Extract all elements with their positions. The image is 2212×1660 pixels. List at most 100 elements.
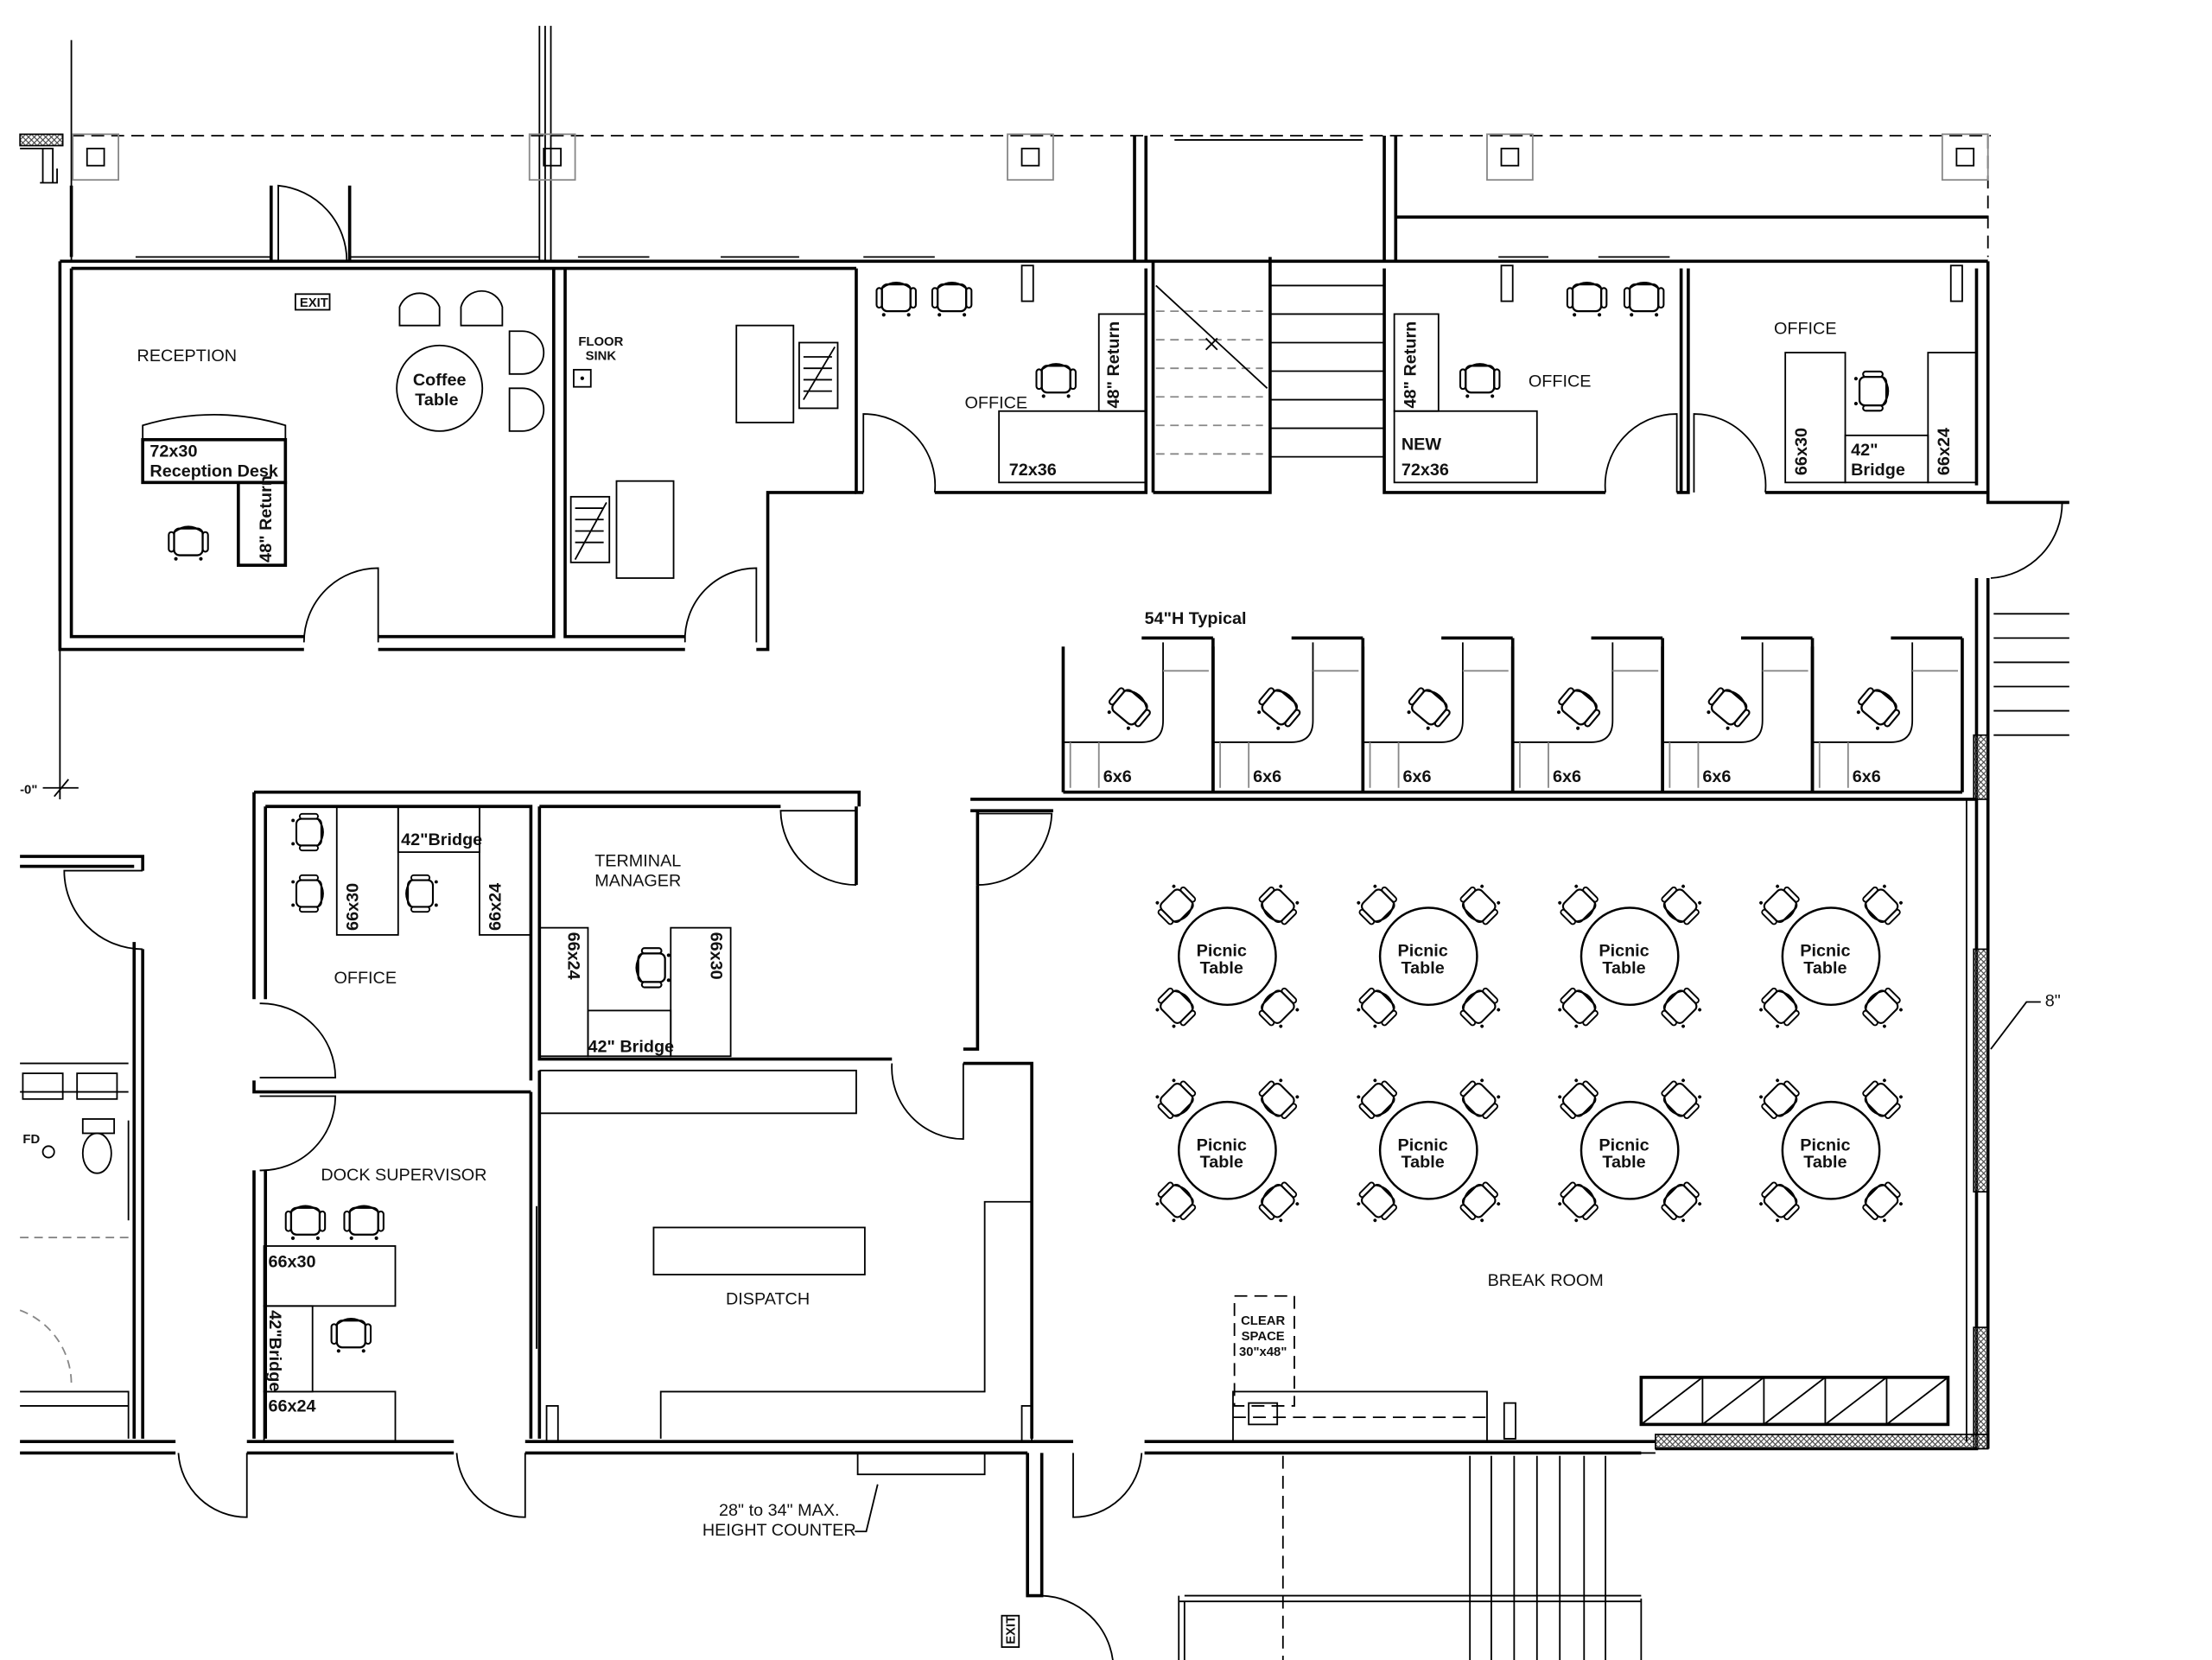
counter-note: HEIGHT COUNTER <box>702 1521 856 1540</box>
table-label: Table <box>1200 1153 1243 1172</box>
exterior-structure: -0" <box>19 25 1991 799</box>
desk-label: 66x24 <box>563 932 582 980</box>
chair-icon <box>1459 363 1501 399</box>
walls: FD <box>19 135 2069 1598</box>
floor-sink-label: SINK <box>586 349 617 363</box>
door-dock-supervisor[interactable] <box>259 1095 337 1172</box>
chair-icon <box>931 281 973 318</box>
bridge-label: 42"Bridge <box>265 1310 284 1391</box>
table-label: Table <box>1803 958 1847 977</box>
door-south-1[interactable] <box>177 1453 248 1518</box>
table-label: Picnic <box>1599 942 1649 961</box>
chair-icon <box>1853 370 1890 412</box>
terminal-manager-office: TERMINAL MANAGER 66x24 66x30 42" Bridge <box>538 852 807 1060</box>
room-label-terminal-manager: TERMINAL <box>594 852 681 871</box>
chair-icon <box>1101 682 1156 735</box>
table-label: Picnic <box>1397 1135 1447 1154</box>
door-reception-north[interactable] <box>277 184 348 262</box>
exterior-steps <box>1178 1452 1656 1660</box>
office-top-mid: OFFICE 48" Return NEW 72x36 <box>1393 264 1665 484</box>
bridge-label: 42" Bridge <box>588 1037 674 1056</box>
table-label: Picnic <box>1800 942 1850 961</box>
cubicle: 6x6 <box>1661 636 1815 792</box>
desk-label: Reception Desk <box>149 462 279 481</box>
table-top <box>1177 1100 1277 1200</box>
table-label: Table <box>1402 958 1445 977</box>
reception-room: RECEPTION EXIT Coffee Table 72x30 Recept… <box>137 289 545 567</box>
chair-icon <box>405 874 439 913</box>
cubicle-label: 6x6 <box>1553 767 1581 786</box>
door-lower-office[interactable] <box>259 1002 337 1078</box>
table-label: Table <box>1200 958 1243 977</box>
stair <box>1155 139 1385 458</box>
return-label: 48" Return <box>257 475 276 563</box>
door-sink-room[interactable] <box>683 567 758 643</box>
sink-room: FLOOR SINK <box>569 324 839 579</box>
desk-label: 66x30 <box>344 883 363 931</box>
table-label: Picnic <box>1197 942 1247 961</box>
chair-icon <box>1700 682 1755 735</box>
door-reception[interactable] <box>302 567 379 643</box>
reception-desk <box>141 437 288 485</box>
chair-icon <box>1251 682 1306 735</box>
chair-icon <box>1035 363 1077 399</box>
chair-icon <box>343 1205 385 1242</box>
floor-sink-label: FLOOR <box>578 335 623 349</box>
chair-icon <box>635 947 671 989</box>
table-top <box>1378 1100 1478 1200</box>
wall-thickness-note: 8" <box>2045 991 2061 1010</box>
chair-icon <box>1566 281 1608 318</box>
table-label: Picnic <box>1599 1135 1649 1154</box>
appliances <box>1639 1376 1950 1427</box>
desk-label: 66x24 <box>486 883 505 931</box>
door-left-area[interactable] <box>63 869 143 951</box>
chair-icon <box>1401 682 1456 735</box>
room-label-office: OFFICE <box>964 393 1027 412</box>
door-office-top-left[interactable] <box>862 413 937 493</box>
floor-drain-label: FD <box>22 1133 40 1147</box>
coffee-table <box>396 344 484 432</box>
office-lower: 66x30 42"Bridge 66x24 OFFICE <box>290 805 532 988</box>
bridge-label: Bridge <box>1851 461 1905 480</box>
door-south-2[interactable] <box>455 1453 526 1518</box>
door-south-3[interactable] <box>1072 1453 1143 1518</box>
room-label-office: OFFICE <box>334 969 397 988</box>
cubicle: 6x6 <box>1510 636 1664 792</box>
cubicle-label: 6x6 <box>1853 767 1881 786</box>
break-room: PicnicTablePicnicTablePicnicTablePicnicT… <box>1150 879 2061 1443</box>
door-break-room[interactable] <box>977 812 1053 886</box>
table-label: Picnic <box>1800 1135 1850 1154</box>
cubicle-label: 6x6 <box>1253 767 1281 786</box>
cubicle: 6x6 <box>1810 636 1964 792</box>
sink-icon <box>1248 1402 1279 1426</box>
door-office-top-mid[interactable] <box>1604 413 1678 493</box>
desk-label: 66x30 <box>707 932 726 980</box>
table-top <box>1177 906 1277 1007</box>
desk-label: 72x30 <box>149 442 197 461</box>
exit-sign: EXIT <box>300 296 328 310</box>
coffee-table-label: Coffee <box>413 371 467 390</box>
cubicle-label: 6x6 <box>1103 767 1132 786</box>
clear-space-label: 30"x48" <box>1239 1345 1287 1359</box>
chair-icon <box>290 812 324 852</box>
door-terminal-manager[interactable] <box>779 810 856 886</box>
door-dispatch[interactable] <box>891 1063 964 1140</box>
door-east-entry[interactable] <box>1990 501 2063 579</box>
cubicle-height-note: 54"H Typical <box>1145 609 1247 628</box>
dispatch-room: DISPATCH 28" to 34" MAX. HEIGHT COUNTER … <box>545 1226 1033 1648</box>
room-label-dock-supervisor: DOCK SUPERVISOR <box>321 1166 486 1185</box>
door-exit-south[interactable] <box>1041 1594 1116 1660</box>
door-office-top-right[interactable] <box>1693 413 1767 493</box>
table-label: Table <box>1602 1153 1645 1172</box>
desk-label: 72x36 <box>1402 461 1449 480</box>
stools <box>398 289 545 432</box>
